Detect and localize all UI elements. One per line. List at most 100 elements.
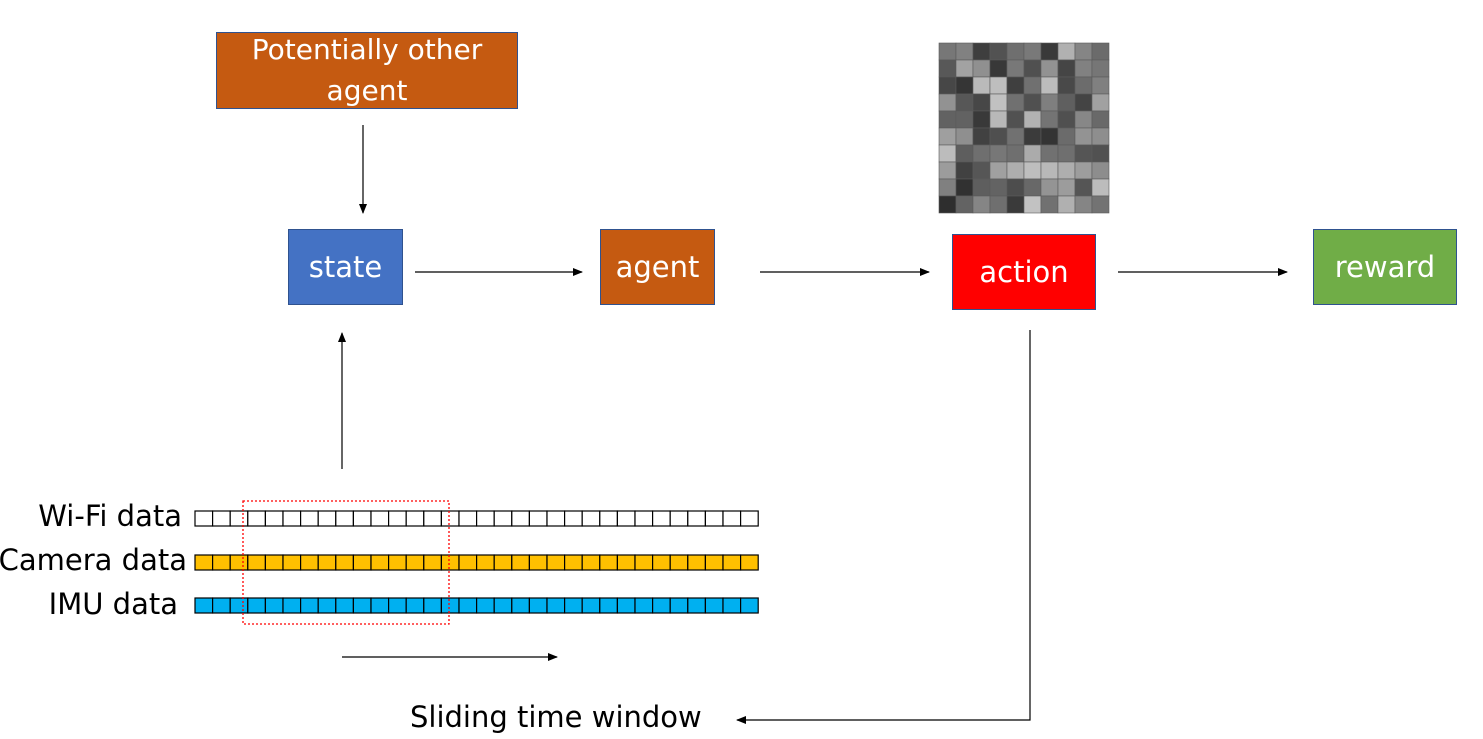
stream-cell [458, 510, 478, 527]
pixel-cell [989, 76, 1008, 95]
stream-cell [352, 597, 372, 614]
pixel-cell [1091, 161, 1110, 180]
pixel-cell [1057, 59, 1076, 78]
stream-cell [405, 510, 425, 527]
agent-node: agent [600, 229, 715, 305]
stream-cell [599, 597, 618, 614]
pixel-cell [1040, 195, 1059, 214]
stream-cell [458, 597, 478, 614]
stream-cell [511, 554, 530, 571]
state-label: state [308, 249, 383, 284]
pixel-cell [1091, 178, 1110, 197]
stream-cell [335, 554, 354, 571]
pixel-cell [972, 93, 991, 112]
pixel-cell [1057, 76, 1076, 95]
stream-cell [388, 597, 407, 614]
sliding-window-outline [242, 500, 450, 625]
stream-cell [669, 597, 689, 614]
stream-cell [616, 510, 636, 527]
stream-cell [335, 510, 354, 527]
action-node: action [952, 234, 1096, 310]
pixel-cell [989, 59, 1008, 78]
pixel-cell [1040, 161, 1059, 180]
pixel-cell [938, 110, 957, 129]
stream-cell [511, 510, 530, 527]
pixel-cell [955, 76, 974, 95]
pixel-cell [972, 161, 991, 180]
pixel-cell [955, 144, 974, 163]
stream-cell [212, 510, 231, 527]
pixel-cell [989, 93, 1008, 112]
stream-cell [317, 554, 337, 571]
pixel-cell [1074, 127, 1093, 146]
stream-cell [194, 597, 214, 614]
pixel-cell [938, 144, 957, 163]
stream-cell [563, 597, 583, 614]
pixel-cell [1006, 76, 1025, 95]
pixel-cell [972, 59, 991, 78]
pixel-cell [1057, 110, 1076, 129]
pixel-cell [972, 127, 991, 146]
pixel-cell [1091, 59, 1110, 78]
pixel-cell [955, 127, 974, 146]
pixel-cell [1040, 76, 1059, 95]
stream-cell [388, 554, 407, 571]
pixel-cell [1023, 178, 1042, 197]
stream-cell [528, 597, 548, 614]
pixel-cell [989, 127, 1008, 146]
pixel-cell [1006, 144, 1025, 163]
stream-cell [352, 510, 372, 527]
stream-cell [651, 510, 671, 527]
stream-cell [458, 554, 478, 571]
pixel-cell [1023, 161, 1042, 180]
stream-cell [405, 597, 425, 614]
pixel-cell [1091, 42, 1110, 61]
stream-cell [634, 510, 654, 527]
pixel-cell [1006, 195, 1025, 214]
stream-cell [687, 554, 706, 571]
stream-cell [247, 597, 267, 614]
pixel-cell [1074, 178, 1093, 197]
pixel-cell [1040, 59, 1059, 78]
pixel-cell [989, 110, 1008, 129]
pixel-cell [1074, 59, 1093, 78]
other-agent-label: Potentially other agent [251, 32, 483, 107]
stream-cell [282, 554, 302, 571]
stream-cell [300, 554, 319, 571]
stream-cell [669, 554, 689, 571]
pixel-cell [1040, 127, 1059, 146]
reward-label: reward [1334, 249, 1436, 284]
pixel-cell [938, 42, 957, 61]
stream-cell [264, 597, 284, 614]
stream-cell [563, 510, 583, 527]
stream-cell [229, 554, 249, 571]
pixel-cell [938, 161, 957, 180]
pixel-cell [1040, 93, 1059, 112]
pixel-cell [1091, 76, 1110, 95]
stream-cell [616, 554, 636, 571]
pixel-cell [1074, 76, 1093, 95]
stream-cell [229, 510, 249, 527]
pixel-cell [972, 76, 991, 95]
pixel-cell [1040, 178, 1059, 197]
pixel-cell [1057, 195, 1076, 214]
wifi-data-label: Wi-Fi data [38, 499, 182, 533]
pixel-cell [972, 42, 991, 61]
stream-cell [264, 554, 284, 571]
pixel-cell [938, 195, 957, 214]
stream-cell [528, 510, 548, 527]
pixel-cell [938, 76, 957, 95]
stream-cell [669, 510, 689, 527]
stream-cell [511, 597, 530, 614]
stream-cell [440, 597, 460, 614]
pixel-cell [1091, 144, 1110, 163]
stream-cell [282, 510, 302, 527]
pixel-cell [1023, 42, 1042, 61]
stream-cell [194, 510, 214, 527]
pixel-cell [1091, 195, 1110, 214]
pixel-cell [1074, 144, 1093, 163]
stream-cell [423, 510, 442, 527]
stream-cell [317, 597, 337, 614]
stream-cell [704, 510, 724, 527]
pixel-cell [1074, 93, 1093, 112]
